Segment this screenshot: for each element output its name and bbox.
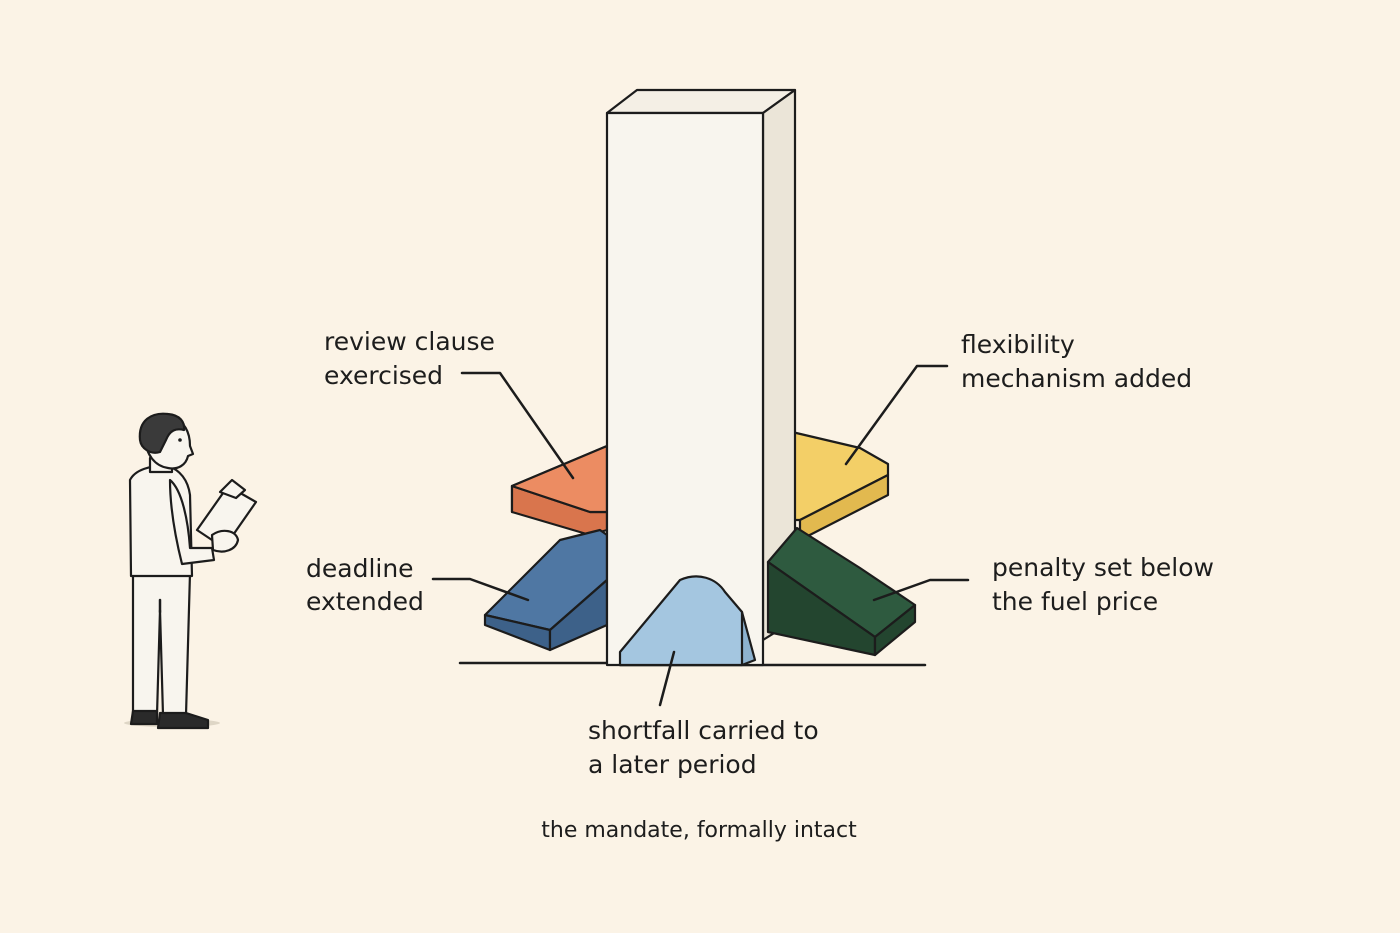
- dark-blue-wedge-deadline: [483, 528, 609, 652]
- label-shortfall: shortfall carried to a later period: [588, 716, 827, 779]
- light-blue-arch-shortfall: [618, 575, 757, 667]
- label-flexibility: flexibility mechanism added: [961, 330, 1192, 393]
- orange-slab-review-clause: [510, 444, 609, 537]
- diagram-caption: the mandate, formally intact: [541, 818, 857, 843]
- label-review-line2: exercised: [324, 361, 443, 390]
- label-flexibility-line2: mechanism added: [961, 364, 1192, 393]
- label-shortfall-line1: shortfall carried to: [588, 716, 819, 745]
- label-penalty-line2: the fuel price: [992, 587, 1158, 616]
- label-review-line1: review clause: [324, 327, 495, 356]
- label-deadline-line2: extended: [306, 587, 424, 616]
- label-review-clause: review clause exercised: [324, 327, 503, 390]
- label-penalty-line1: penalty set below: [992, 553, 1214, 582]
- leader-lines: [431, 364, 970, 707]
- label-deadline: deadline extended: [306, 554, 424, 616]
- person-figure: [124, 412, 258, 730]
- dark-green-wedge-penalty: [766, 526, 917, 657]
- mandate-pillar: [605, 88, 797, 667]
- label-penalty: penalty set below the fuel price: [992, 553, 1222, 616]
- label-shortfall-line2: a later period: [588, 750, 757, 779]
- yellow-slab-flexibility: [790, 430, 890, 542]
- label-deadline-line1: deadline: [306, 554, 414, 583]
- label-flexibility-line1: flexibility: [961, 330, 1075, 359]
